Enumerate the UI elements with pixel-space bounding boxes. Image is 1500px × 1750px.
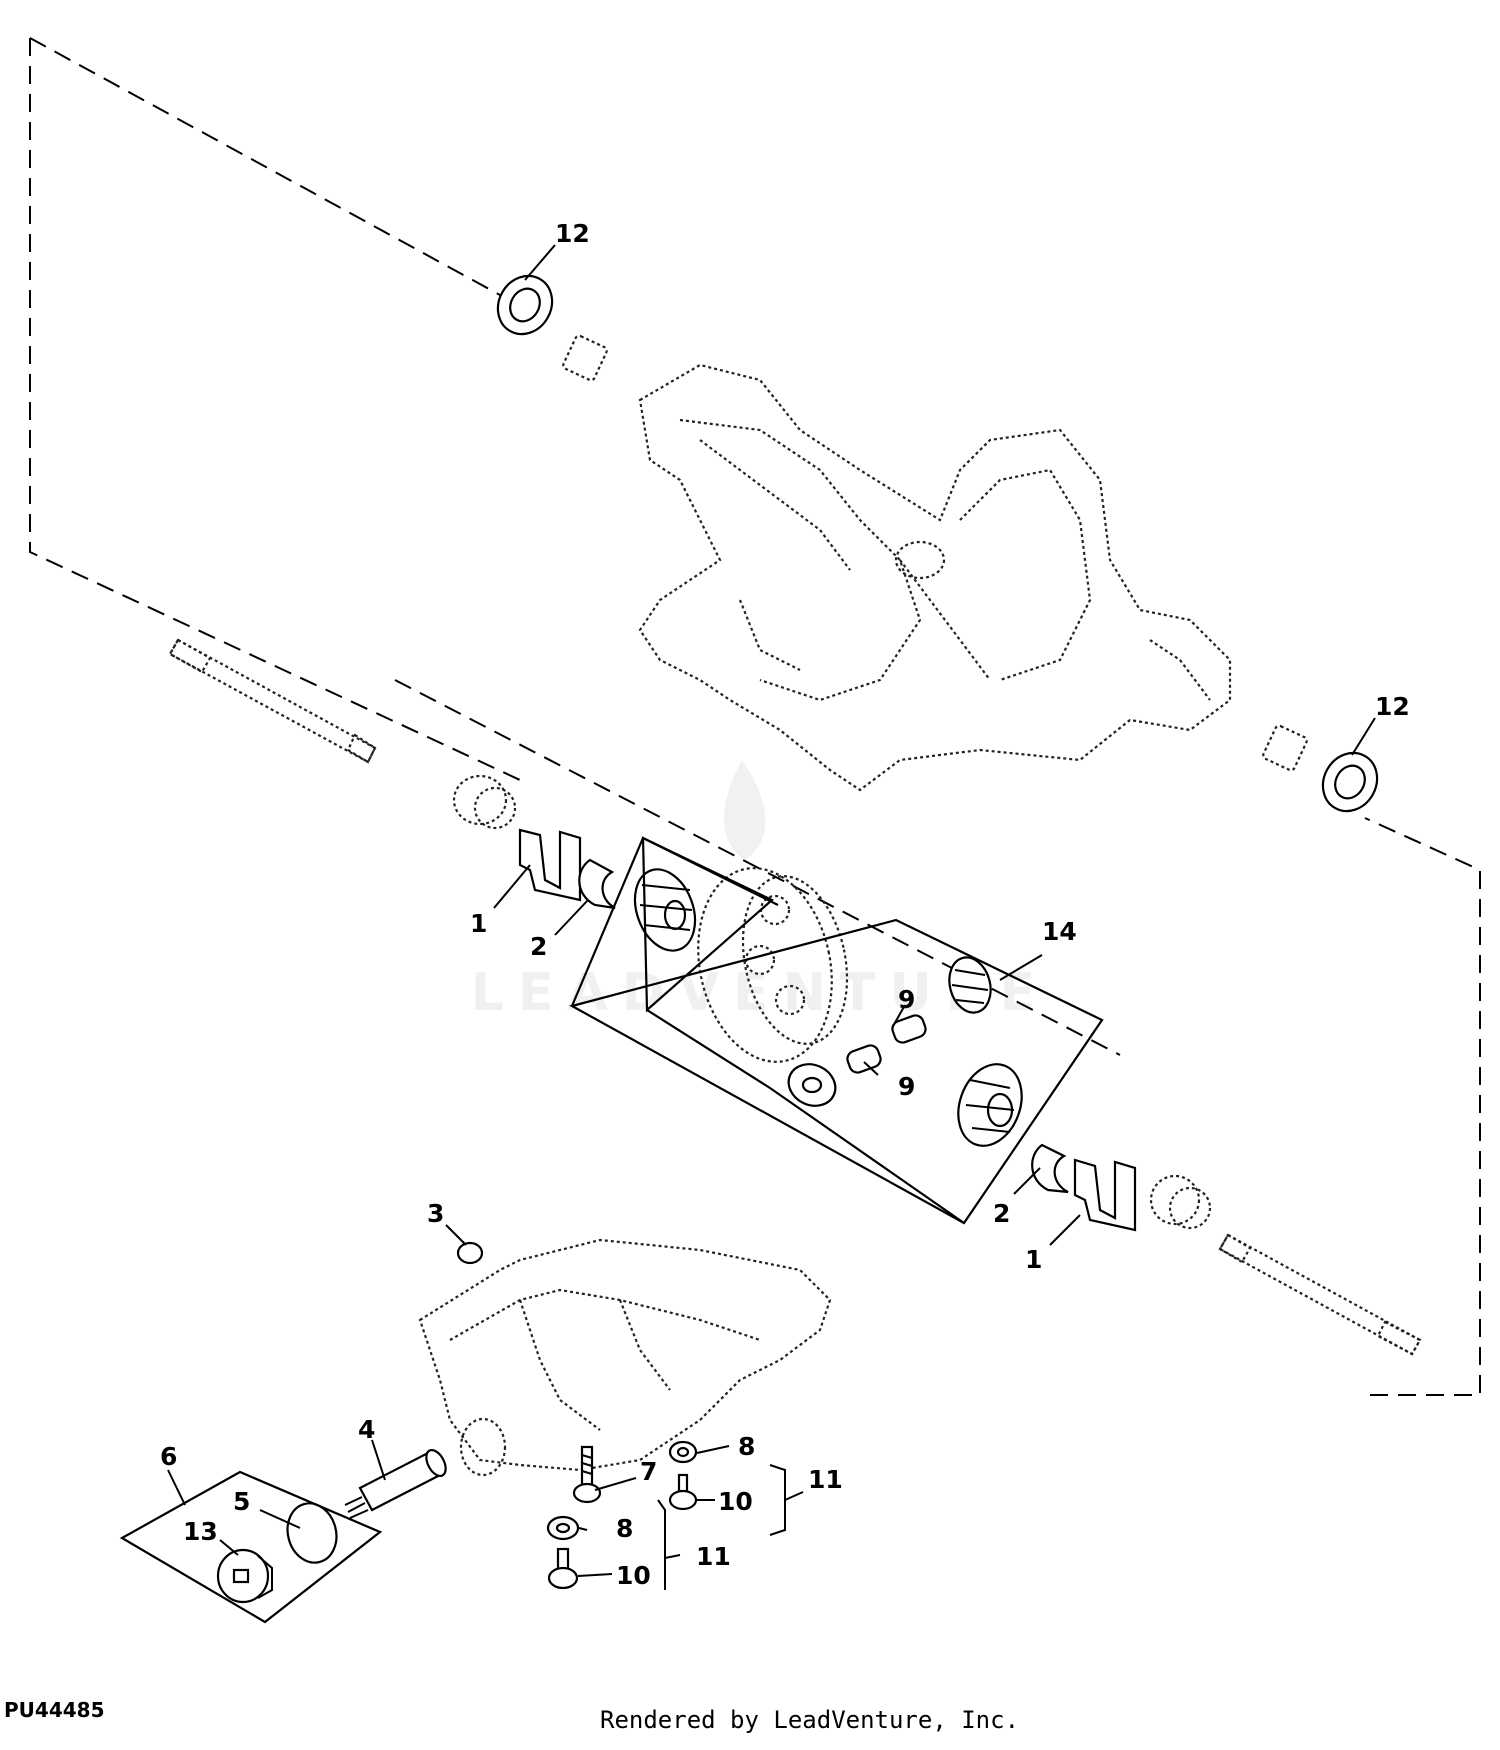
axle-centerline-frame [29, 37, 1481, 1396]
callout-1-right: 1 [1025, 1245, 1042, 1274]
callout-7: 7 [640, 1457, 657, 1486]
drawing-id: PU44485 [4, 1698, 105, 1722]
callout-1-left: 1 [470, 909, 487, 938]
axle-collar-right [1149, 1174, 1212, 1230]
callout-12-right: 12 [1375, 692, 1410, 721]
differential-outline [570, 837, 965, 1224]
kit-box-6 [119, 1470, 383, 1624]
callout-8-upper: 8 [738, 1432, 755, 1461]
callouts: 12 12 1 2 14 9 9 2 1 3 4 6 5 13 7 8 10 1… [160, 219, 1410, 1590]
bracket-right [1073, 1158, 1137, 1232]
render-credit: Rendered by LeadVenture, Inc. [600, 1706, 1020, 1734]
callout-11-lower: 11 [696, 1542, 731, 1571]
filter-4 [344, 1448, 447, 1519]
callout-10-upper: 10 [718, 1487, 753, 1516]
axle-left [168, 638, 377, 764]
callout-9-upper: 9 [898, 985, 915, 1014]
lower-case [418, 1238, 832, 1477]
pinion-gear-upper [948, 956, 992, 1014]
bolt-10-upper [668, 1473, 698, 1511]
axle-right [1218, 1233, 1422, 1356]
axle-collar-left [452, 774, 517, 830]
cap-13 [216, 1548, 273, 1604]
callout-12-upper: 12 [555, 219, 590, 248]
seal-upper [496, 274, 554, 336]
cross-pins [846, 1014, 927, 1074]
callout-2-left: 2 [530, 932, 547, 961]
callout-8-lower: 8 [616, 1514, 633, 1543]
washer-right [1031, 1143, 1069, 1194]
bolt-10-lower [547, 1547, 579, 1590]
bushing-upper [562, 334, 608, 382]
callout-11-upper: 11 [808, 1465, 843, 1494]
callout-6: 6 [160, 1442, 177, 1471]
leader-lines [167, 244, 1376, 1590]
washer-8-lower [546, 1515, 580, 1541]
bevel-gear-right [957, 1063, 1023, 1147]
callout-2-right: 2 [993, 1199, 1010, 1228]
callout-14: 14 [1042, 917, 1077, 946]
callout-10-lower: 10 [616, 1561, 651, 1590]
seal-lower-right [1321, 751, 1379, 813]
callout-13: 13 [183, 1517, 218, 1546]
washer-8-upper [668, 1440, 698, 1464]
bushing-right [1262, 724, 1308, 772]
callout-4: 4 [358, 1415, 375, 1444]
callout-3: 3 [427, 1199, 444, 1228]
upper-housing [638, 363, 1232, 792]
bevel-gear-left [633, 868, 697, 952]
pinion-gear-lower [787, 1063, 837, 1107]
watermark: LEADVENTURE [471, 760, 1050, 1023]
o-ring-5 [286, 1502, 338, 1564]
washer-left [578, 858, 616, 910]
plug-3 [456, 1241, 484, 1265]
watermark-text: LEADVENTURE [471, 963, 1050, 1023]
bolt-7 [572, 1445, 602, 1504]
callout-9-lower: 9 [898, 1072, 915, 1101]
callout-5: 5 [233, 1487, 250, 1516]
